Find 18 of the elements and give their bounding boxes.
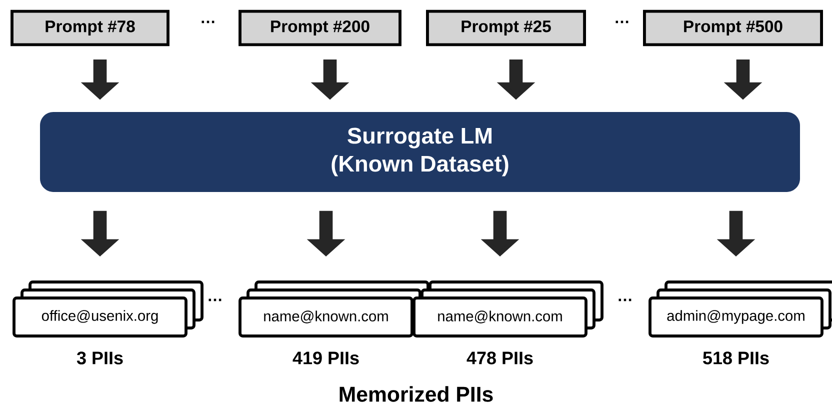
email-stack: name@known.com <box>412 280 604 338</box>
prompt-box: Prompt #500 <box>643 10 823 46</box>
prompt-box: Prompt #25 <box>426 10 586 46</box>
prompt-box: Prompt #200 <box>238 10 402 46</box>
ellipsis: … <box>208 298 222 302</box>
pii-count: 478 PIIs <box>466 352 533 364</box>
email-stack: name@known.com <box>238 280 430 338</box>
prompt-box: Prompt #78 <box>10 10 170 46</box>
ellipsis: … <box>616 20 628 24</box>
pii-count: 419 PIIs <box>292 352 359 364</box>
ellipsis: … <box>202 20 214 24</box>
caption: Memorized PIIs <box>340 386 493 402</box>
email-stack: admin@mypage.com <box>648 280 832 338</box>
pii-count: 3 PIIs <box>76 352 123 364</box>
ellipsis: … <box>618 298 632 302</box>
pii-count: 518 PIIs <box>703 352 769 364</box>
email-stack: office@usenix.org <box>12 280 204 338</box>
model-box: Surrogate LM (Known Dataset) <box>40 112 800 192</box>
